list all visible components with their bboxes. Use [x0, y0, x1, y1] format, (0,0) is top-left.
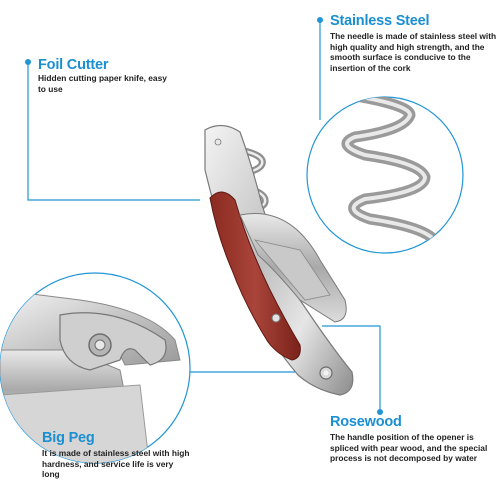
big-peg-title: Big Peg [42, 430, 95, 446]
foil-cutter-title: Foil Cutter [38, 57, 109, 73]
rosewood-description: The handle position of the opener is spl… [330, 432, 488, 464]
rosewood-line [322, 325, 381, 412]
stainless-steel-title: Stainless Steel [330, 13, 430, 29]
stainless-steel-dot [317, 17, 323, 23]
foil-cutter-line [27, 62, 200, 201]
rosewood-title: Rosewood [330, 414, 402, 430]
stainless-steel-description: The needle is made of stainless steel wi… [330, 31, 497, 73]
big-peg-detail-icon [0, 272, 191, 464]
foil-cutter-dot [25, 59, 31, 65]
worm-spiral-detail-icon [306, 96, 464, 254]
foil-cutter-description: Hidden cutting paper knife, easy to use [38, 73, 167, 94]
rosewood-dot [377, 409, 383, 415]
corkscrew-illustration [204, 124, 354, 396]
big-peg-description: It is made of stainless steel with high … [42, 448, 190, 480]
